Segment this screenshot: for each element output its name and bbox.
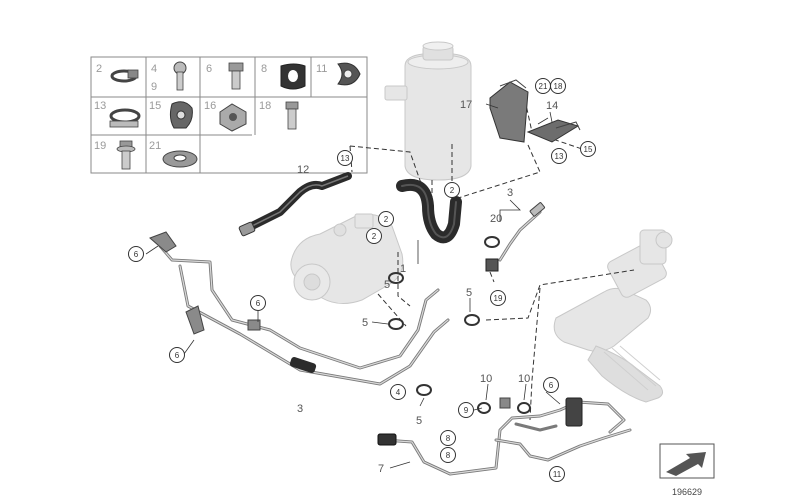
part-label-5: 5 bbox=[466, 287, 472, 299]
legend-num: 2 bbox=[96, 63, 102, 75]
callout-bubble: 9 bbox=[458, 402, 474, 418]
legend-num: 11 bbox=[316, 63, 327, 75]
callout-bubble: 13 bbox=[337, 150, 353, 166]
part-label-5: 5 bbox=[384, 279, 390, 291]
callout-bubble: 8 bbox=[440, 447, 456, 463]
part-label-10: 10 bbox=[480, 373, 492, 385]
legend-num: 19 bbox=[94, 140, 106, 152]
callout-bubble: 4 bbox=[390, 384, 406, 400]
callout-bubble: 2 bbox=[378, 211, 394, 227]
svg-text:11: 11 bbox=[553, 470, 562, 479]
legend-num: 9 bbox=[151, 81, 157, 93]
pressure-line-top bbox=[485, 202, 546, 272]
svg-text:13: 13 bbox=[555, 152, 564, 161]
hex-bolt-icon bbox=[228, 62, 244, 90]
legend-num: 4 bbox=[151, 63, 157, 75]
callout-bubble: 21 bbox=[535, 78, 551, 94]
callout-bubble: 18 bbox=[550, 78, 566, 94]
return-hose bbox=[396, 179, 462, 244]
svg-text:2: 2 bbox=[372, 232, 377, 241]
legend-num: 21 bbox=[149, 140, 161, 152]
part-label-3: 3 bbox=[507, 187, 513, 199]
suction-hose bbox=[238, 172, 352, 237]
bracket-plate bbox=[526, 119, 581, 143]
steering-rack-ghost bbox=[553, 229, 673, 403]
callout-bubble: 6 bbox=[250, 295, 266, 311]
part-label-1: 1 bbox=[400, 263, 406, 275]
legend-num: 15 bbox=[149, 100, 161, 112]
part-label-14: 14 bbox=[546, 100, 558, 112]
svg-text:2: 2 bbox=[450, 186, 455, 195]
reservoir-bracket bbox=[489, 79, 529, 143]
reservoir-ghost bbox=[384, 41, 472, 181]
callout-bubble: 19 bbox=[490, 290, 506, 306]
legend-num: 6 bbox=[206, 63, 212, 75]
leader-lines bbox=[145, 103, 561, 469]
return-line bbox=[377, 397, 632, 476]
hose-clamp-icon bbox=[109, 108, 141, 128]
bracket-clip-icon bbox=[169, 101, 193, 129]
banjo-bolt-icon bbox=[173, 61, 187, 91]
diagram-number: 196629 bbox=[672, 487, 702, 497]
svg-text:8: 8 bbox=[446, 451, 451, 460]
callout-bubble: 6 bbox=[543, 377, 559, 393]
legend-num: 16 bbox=[204, 100, 216, 112]
legend-num: 13 bbox=[94, 100, 106, 112]
svg-text:6: 6 bbox=[175, 351, 180, 360]
callout-bubble: 6 bbox=[169, 347, 185, 363]
callout-bubble: 2 bbox=[366, 228, 382, 244]
part-label-17: 17 bbox=[460, 99, 472, 111]
callout-bubble: 2 bbox=[444, 182, 460, 198]
svg-text:4: 4 bbox=[396, 388, 401, 397]
diagram-number-box: 196629 bbox=[659, 443, 715, 497]
o-ring-icons bbox=[388, 236, 531, 414]
washer-icon bbox=[162, 150, 198, 168]
hose-clamp-icon bbox=[110, 69, 139, 83]
part-label-5: 5 bbox=[416, 415, 422, 427]
svg-text:6: 6 bbox=[549, 381, 554, 390]
svg-text:6: 6 bbox=[134, 250, 139, 259]
svg-text:19: 19 bbox=[494, 294, 503, 303]
svg-text:8: 8 bbox=[446, 434, 451, 443]
flange-bolt-icon bbox=[116, 140, 136, 170]
part-label-10: 10 bbox=[518, 373, 530, 385]
rubber-grommet-icon bbox=[280, 63, 306, 90]
legend-num: 18 bbox=[259, 100, 271, 112]
svg-text:13: 13 bbox=[341, 154, 350, 163]
part-label-3: 3 bbox=[297, 403, 303, 415]
svg-text:18: 18 bbox=[554, 82, 563, 91]
legend-num: 8 bbox=[261, 63, 267, 75]
part-label-12: 12 bbox=[297, 164, 309, 176]
svg-text:21: 21 bbox=[539, 82, 548, 91]
callout-bubble: 11 bbox=[549, 466, 565, 482]
pressure-line-main bbox=[149, 231, 450, 386]
callout-bubble: 6 bbox=[128, 246, 144, 262]
legend-grid: 2 4 6 8 11 9 13 15 16 18 19 21 bbox=[90, 56, 368, 174]
part-label-20: 20 bbox=[490, 213, 502, 225]
svg-text:2: 2 bbox=[384, 215, 389, 224]
callout-bubble: 15 bbox=[580, 141, 596, 157]
callouts: 21 18 13 15 13 2 2 2 bbox=[128, 78, 596, 482]
hex-nut-icon bbox=[219, 103, 247, 132]
svg-text:15: 15 bbox=[584, 145, 593, 154]
svg-text:6: 6 bbox=[256, 299, 261, 308]
part-label-5: 5 bbox=[362, 317, 368, 329]
callout-bubble: 13 bbox=[551, 148, 567, 164]
part-label-7: 7 bbox=[378, 463, 384, 475]
pipe-clip-icon bbox=[337, 62, 361, 86]
callout-bubble: 8 bbox=[440, 430, 456, 446]
hex-bolt-icon bbox=[285, 101, 299, 130]
arrow-icon bbox=[666, 452, 706, 476]
svg-text:9: 9 bbox=[464, 406, 469, 415]
part-number-labels: 12 17 14 1 3 20 5 5 5 5 3 10 10 7 bbox=[297, 99, 558, 475]
